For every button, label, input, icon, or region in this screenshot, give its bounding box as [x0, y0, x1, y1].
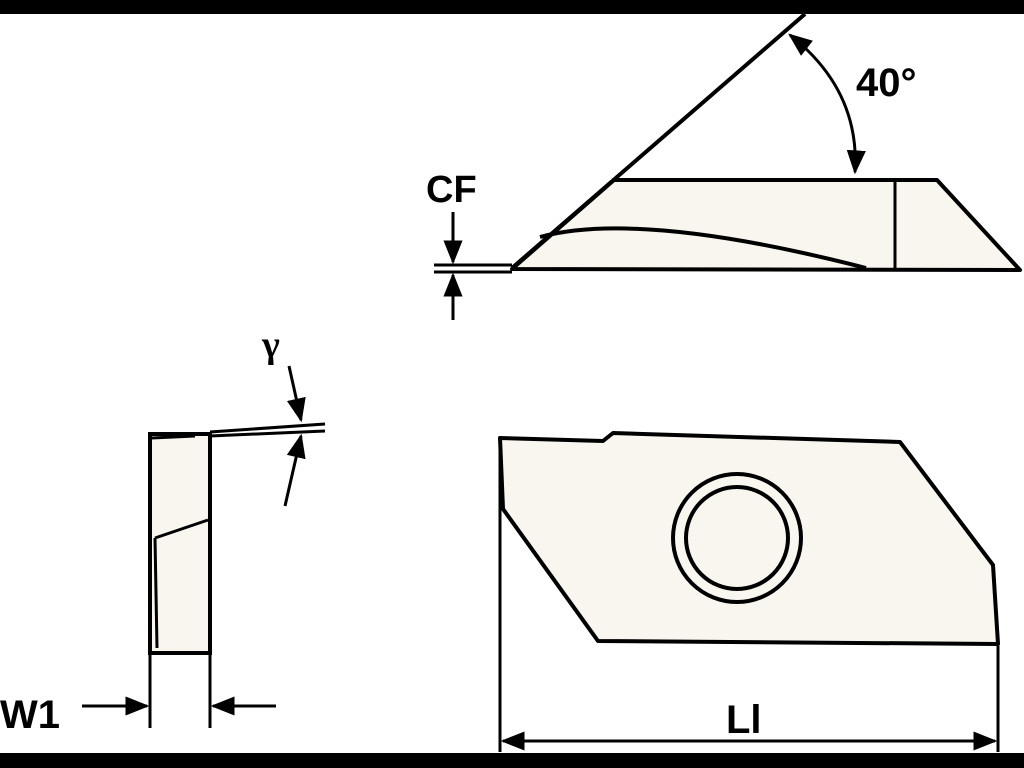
gamma-arrow-bottom: [283, 433, 306, 507]
gamma-reference-line-bottom: [209, 429, 326, 438]
gamma-label: γ: [261, 324, 280, 366]
angle-arc: [788, 33, 866, 175]
front-width-view: γ W1: [0, 324, 326, 737]
angle-label: 40°: [856, 61, 917, 105]
cf-label: CF: [426, 169, 477, 211]
side-profile-outline: [510, 178, 1022, 272]
clamp-hole-inner: [684, 485, 790, 591]
front-profile-outline: [148, 432, 212, 655]
gamma-reference-line-top: [209, 422, 326, 434]
front-bevel-lines: [151, 434, 209, 649]
w1-label: W1: [0, 693, 60, 737]
chip-groove-curve: [539, 226, 867, 270]
top-border-bar: [0, 0, 1024, 14]
bottom-border-bar: [0, 753, 1024, 768]
ll-label: Ll: [726, 698, 762, 742]
gamma-arrow-top: [286, 365, 306, 423]
plan-view: Ll: [498, 431, 1000, 752]
side-elevation-view: 40° CF: [426, 12, 1022, 320]
